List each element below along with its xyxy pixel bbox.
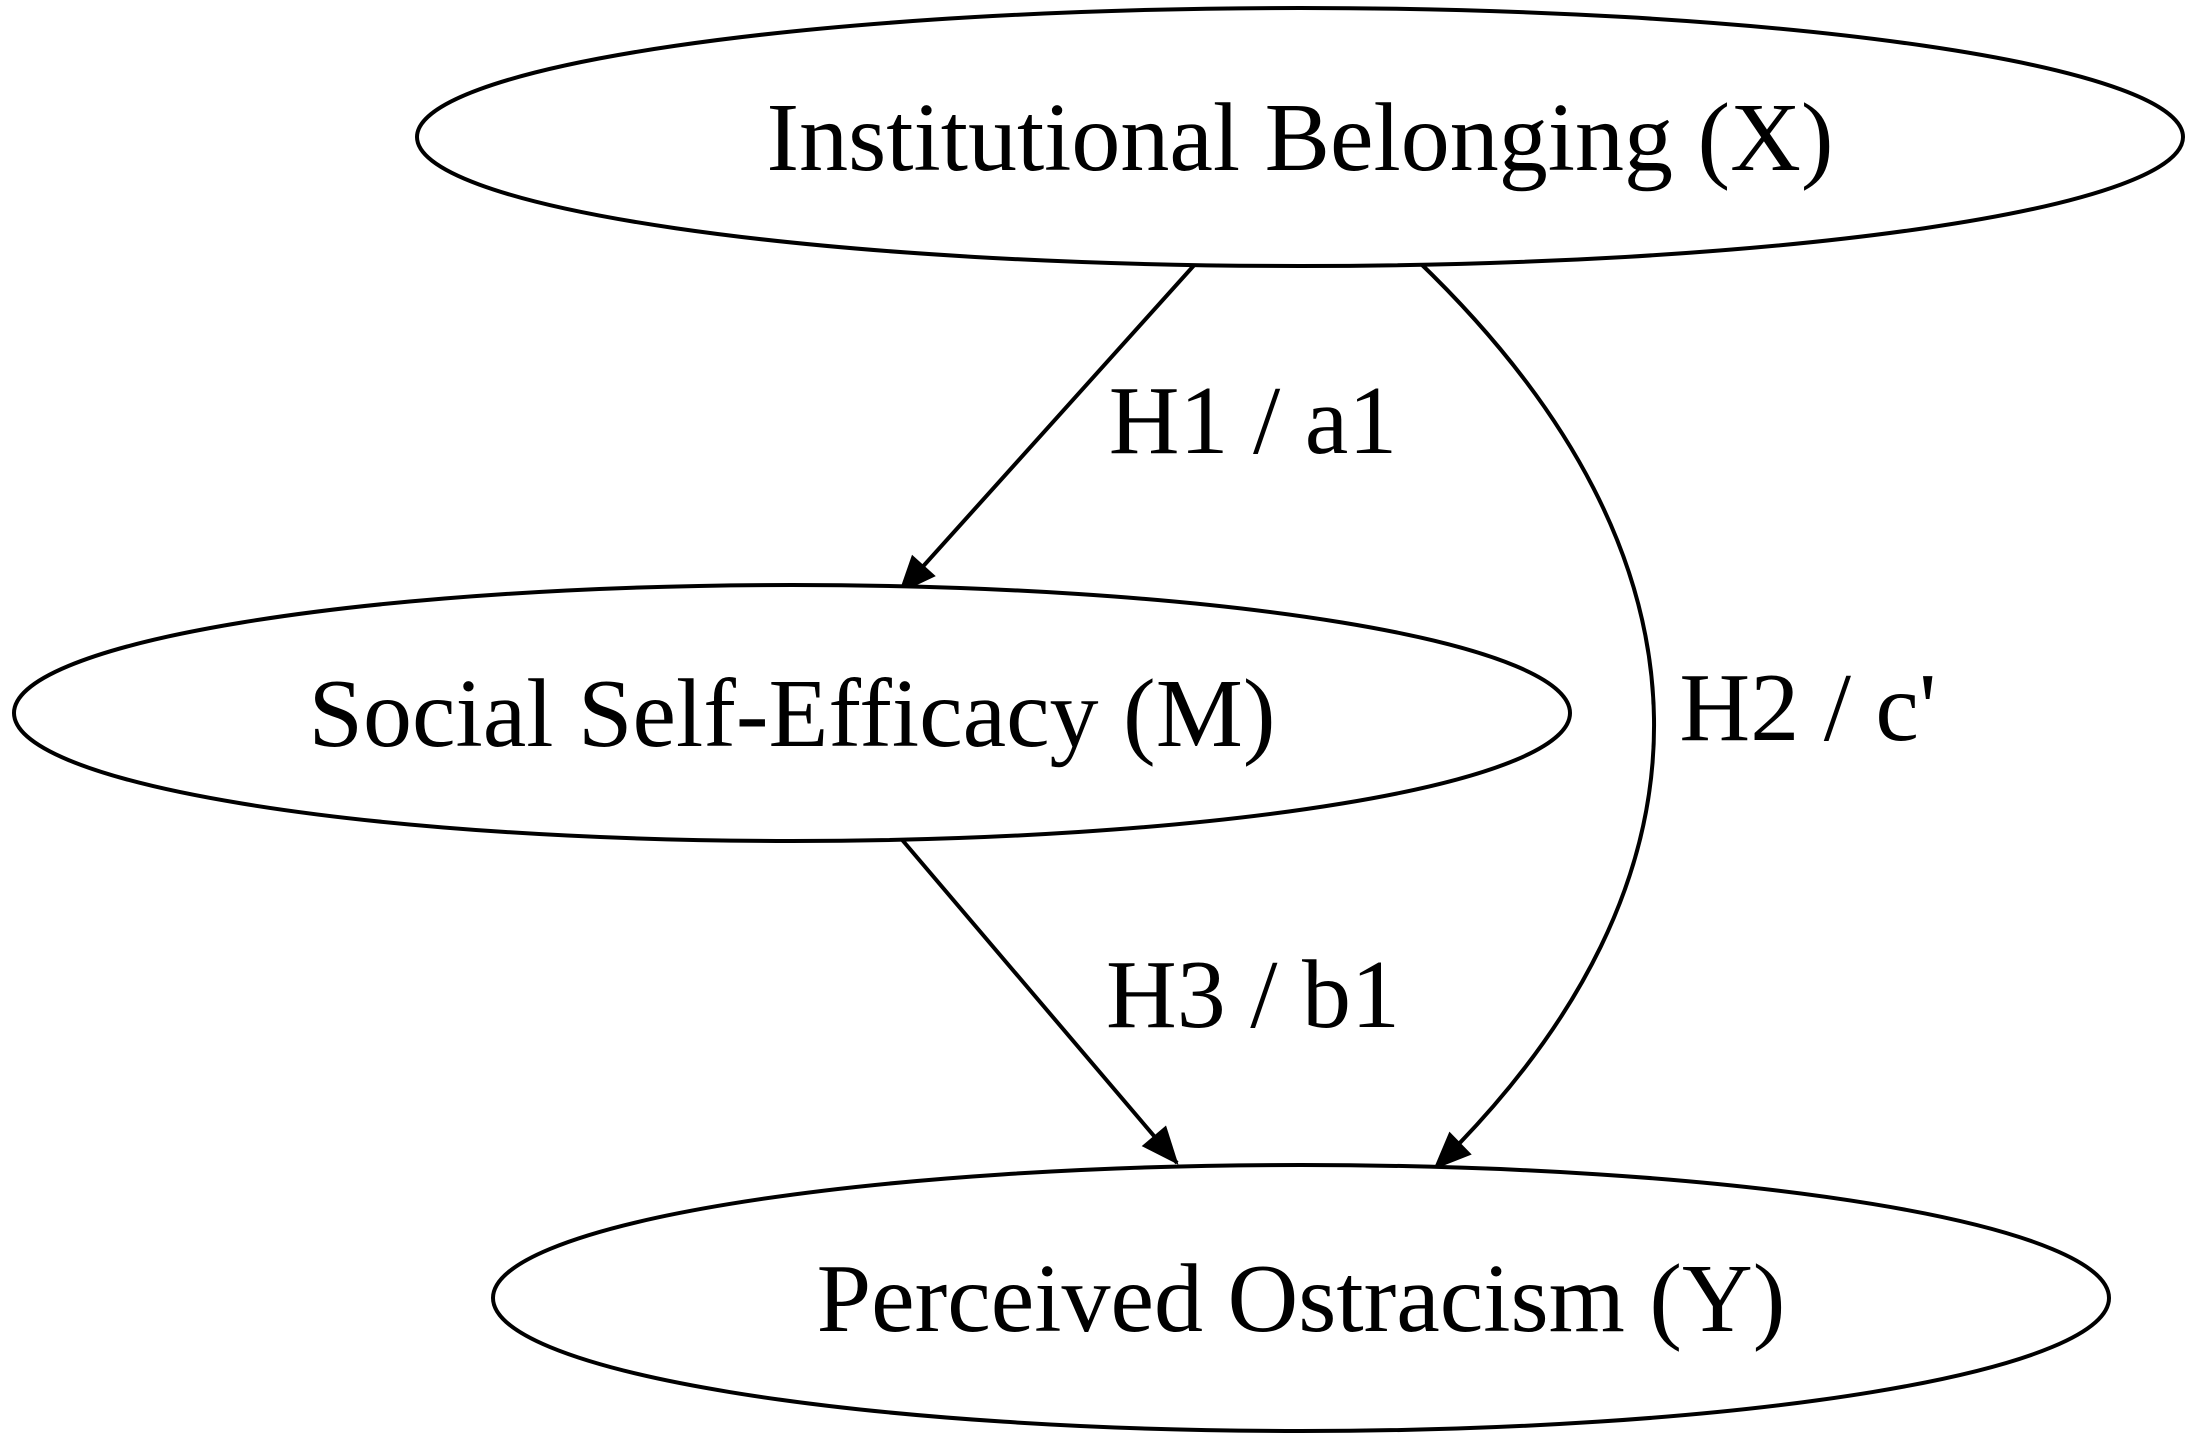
edge-label-h1-a1: H1 / a1 (1109, 367, 1398, 475)
node-ellipse-m (12, 583, 1572, 843)
node-social-self-efficacy: Social Self-Efficacy (M) (12, 583, 1572, 843)
node-institutional-belonging: Institutional Belonging (X) (415, 6, 2185, 268)
node-label-y: Perceived Ostracism (Y) (817, 1245, 1786, 1353)
node-label-m: Social Self-Efficacy (M) (309, 660, 1276, 768)
edge-x-to-m (898, 260, 1199, 594)
node-ellipse-x (415, 6, 2185, 268)
edge-x-to-y (1415, 258, 1657, 1170)
edge-m-to-y (896, 833, 1179, 1165)
edge-label-h2-c: H2 / c' (1679, 654, 1936, 762)
node-label-x: Institutional Belonging (X) (767, 84, 1834, 192)
edge-label-h3-b1: H3 / b1 (1106, 941, 1400, 1049)
node-perceived-ostracism: Perceived Ostracism (Y) (491, 1163, 2111, 1433)
node-ellipse-y (491, 1163, 2111, 1433)
